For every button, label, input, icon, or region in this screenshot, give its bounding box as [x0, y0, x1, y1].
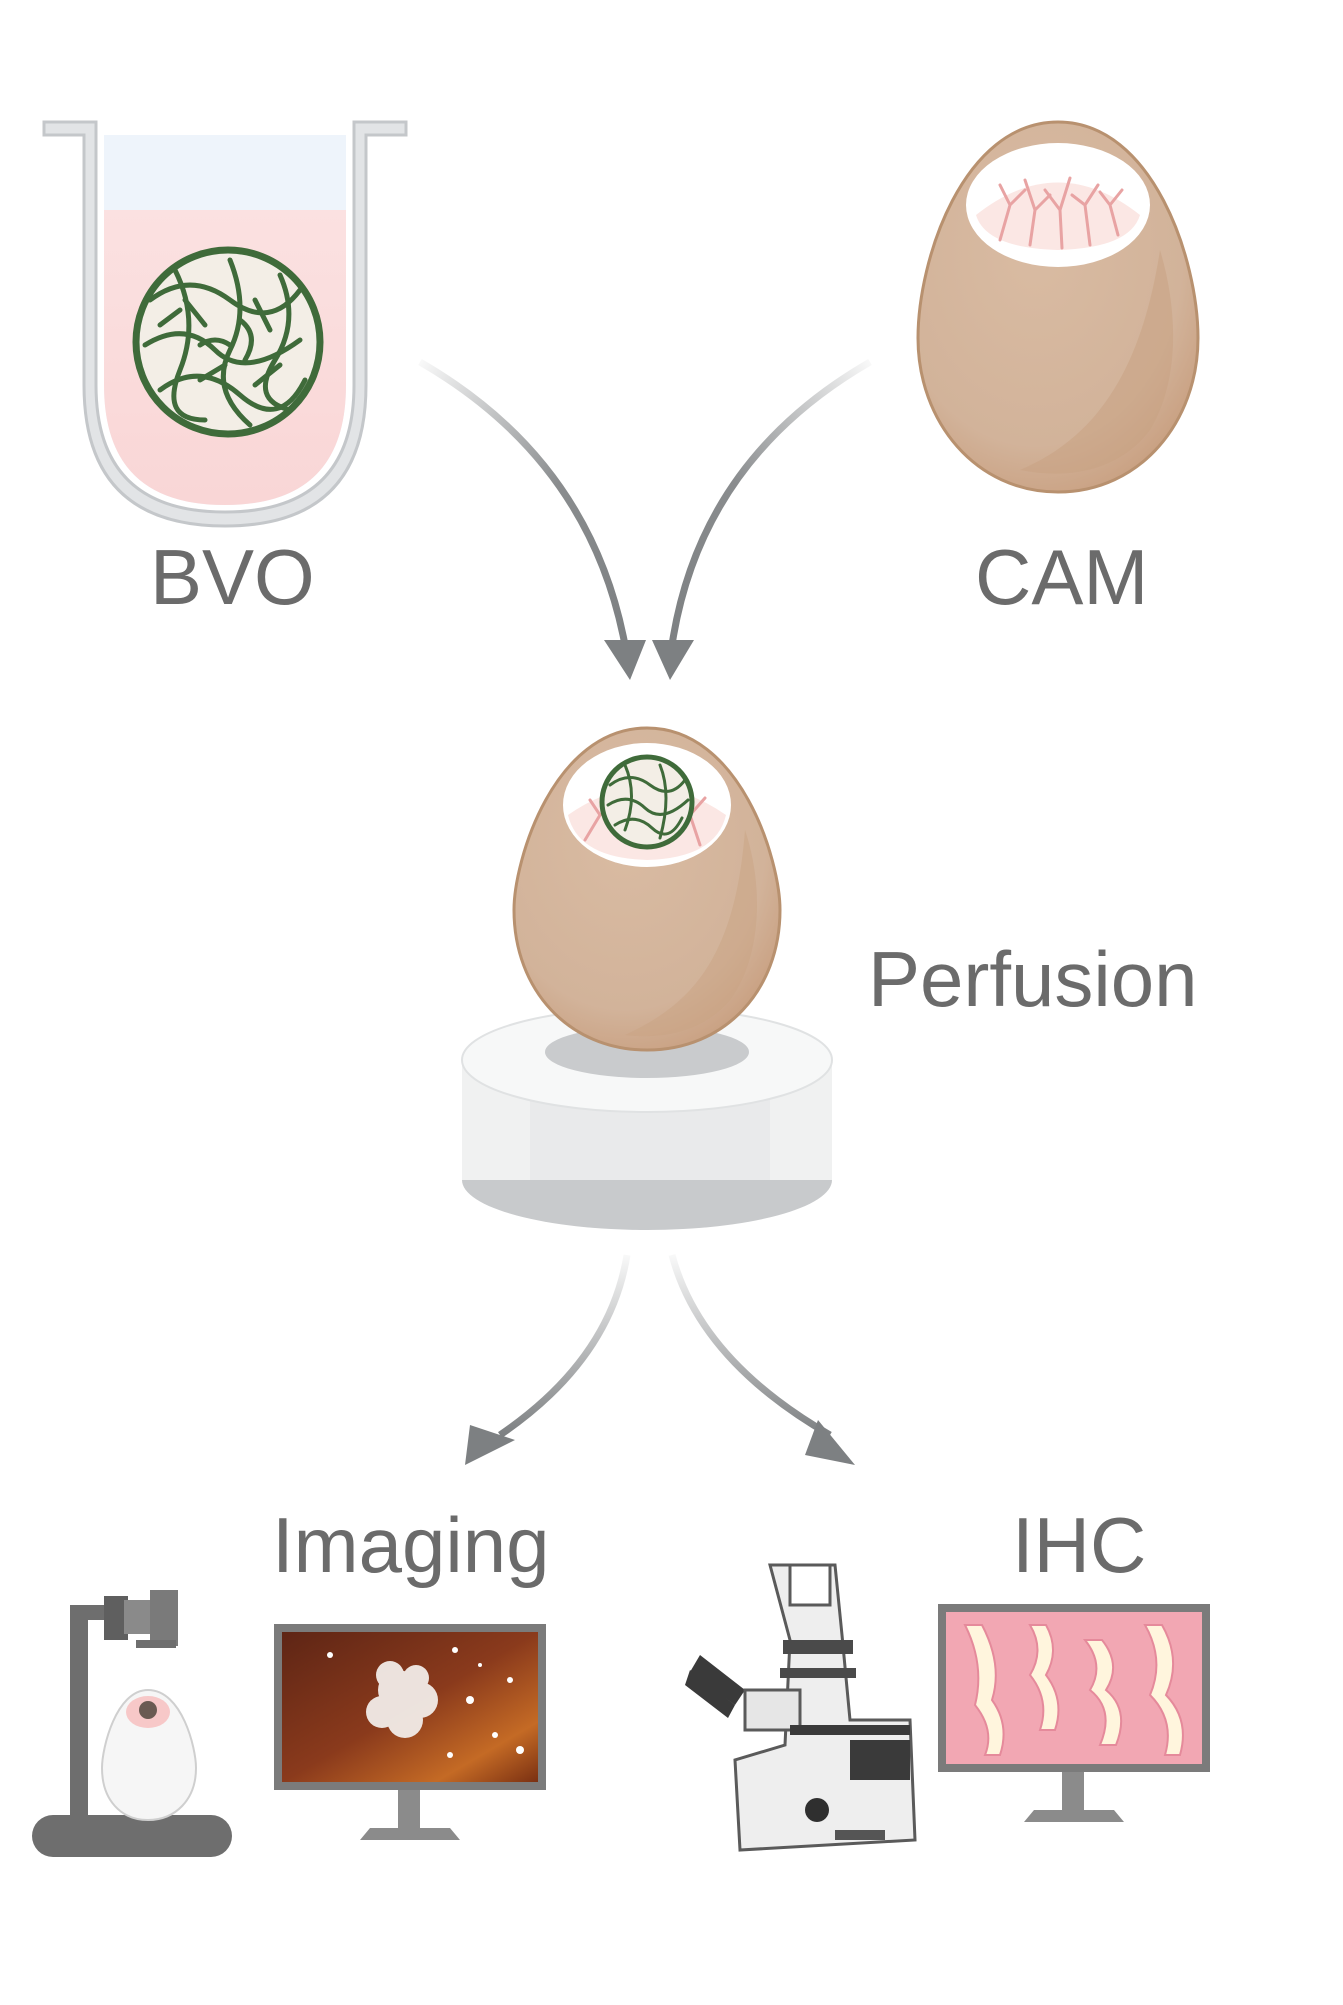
pedestal-icon	[461, 1007, 833, 1230]
arrow-icon	[465, 1254, 631, 1465]
label-ihc: IHC	[1012, 1501, 1147, 1589]
microscope-icon	[685, 1563, 917, 1852]
camera-stand-icon	[32, 1590, 232, 1857]
egg-icon	[916, 120, 1200, 494]
arrow-icon	[652, 358, 872, 680]
label-imaging: Imaging	[272, 1501, 550, 1589]
organoid-icon	[599, 754, 695, 850]
egg-icon	[512, 726, 782, 1052]
arrow-icon	[418, 358, 646, 680]
monitor-icon	[274, 1624, 546, 1840]
label-bvo: BVO	[150, 533, 315, 621]
organoid-icon	[132, 246, 324, 438]
monitor-icon	[938, 1604, 1210, 1822]
label-cam: CAM	[975, 533, 1149, 621]
label-perfusion: Perfusion	[868, 935, 1198, 1023]
vessel-icon	[998, 176, 1124, 250]
arrow-icon	[668, 1254, 855, 1465]
